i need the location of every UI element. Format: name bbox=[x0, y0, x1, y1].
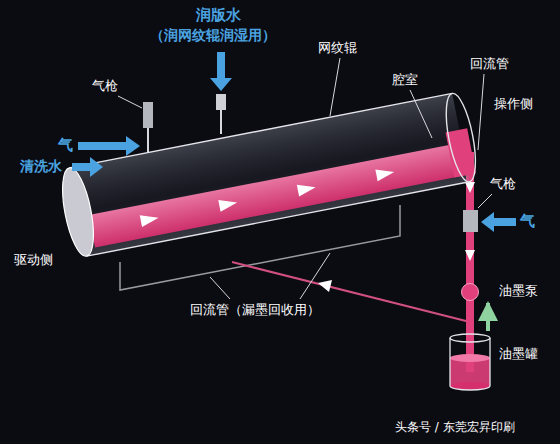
input-arrow bbox=[72, 52, 516, 232]
pump-symbol bbox=[462, 284, 479, 301]
part-label: 气枪 bbox=[92, 78, 118, 94]
part-label: （润网纹辊润湿用） bbox=[150, 27, 276, 45]
flow-arrow bbox=[318, 280, 332, 292]
part-label: 清洗水 bbox=[20, 158, 62, 176]
leader-line bbox=[118, 58, 492, 299]
anilox-roller bbox=[57, 91, 482, 259]
part-label: 腔室 bbox=[392, 72, 418, 88]
flow-arrow bbox=[465, 250, 475, 261]
water-nozzle bbox=[216, 94, 226, 110]
part-label: 操作侧 bbox=[494, 96, 533, 112]
ink-pump: 油墨泵 bbox=[461, 283, 542, 301]
tank-symbol bbox=[450, 334, 490, 390]
return-pipe bbox=[452, 156, 470, 372]
node-outline bbox=[448, 332, 492, 392]
watermark: 头条号 / 东莞宏昇印刷 bbox=[395, 420, 515, 435]
part-label: 驱动侧 bbox=[14, 252, 53, 268]
node-outline bbox=[461, 283, 479, 301]
air-gun bbox=[143, 102, 153, 128]
flow-arrow bbox=[465, 182, 475, 193]
air-gun bbox=[463, 210, 478, 232]
part-label: 回流管（漏墨回收用） bbox=[190, 302, 320, 318]
part-label: 气 bbox=[520, 212, 535, 231]
node-label: 油墨罐 bbox=[499, 332, 542, 363]
part-label: 回流管 bbox=[470, 56, 509, 72]
part-label: 气 bbox=[58, 136, 73, 155]
part-label: 网纹辊 bbox=[318, 40, 357, 56]
node-label: 油墨泵 bbox=[499, 283, 542, 300]
flow-arrow bbox=[486, 303, 490, 331]
part-label: 润版水 bbox=[196, 6, 241, 25]
part-label: 气枪 bbox=[490, 176, 516, 192]
ink-tank: 油墨罐 bbox=[448, 332, 542, 392]
